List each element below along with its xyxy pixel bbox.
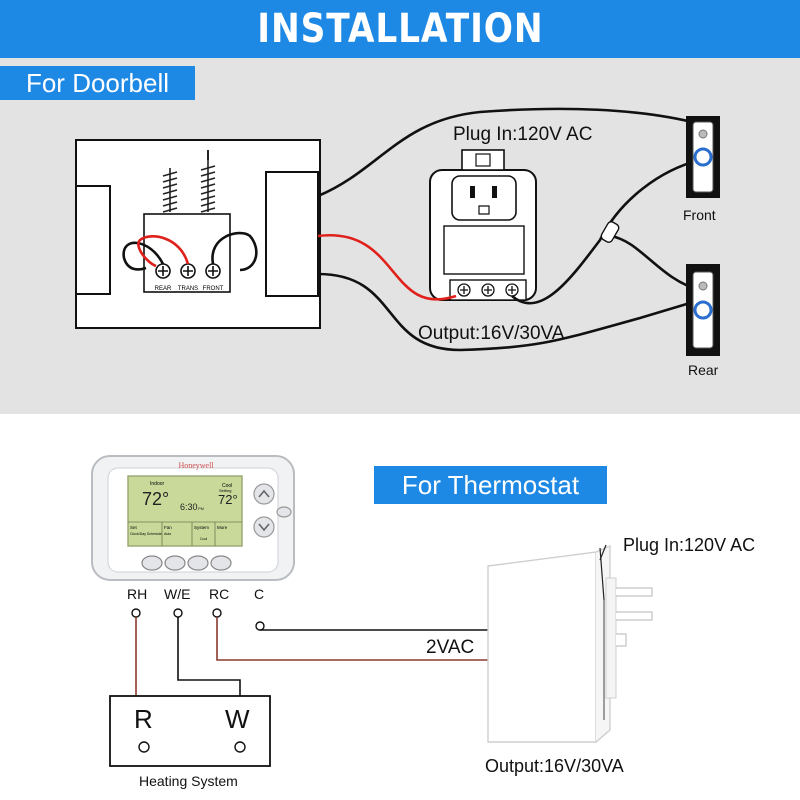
chime-internal-wires: [122, 231, 258, 272]
voltage-label: 2VAC: [426, 637, 475, 658]
terminal-front-label: FRONT: [203, 286, 224, 292]
thermostat-wires: [135, 617, 488, 696]
terminal-rc-label: RC: [209, 586, 230, 602]
thermostat-section-label: For Thermostat: [374, 466, 607, 504]
terminal-we-label: W/E: [164, 586, 191, 602]
thermostat-plug-label: Plug In:120V AC: [623, 535, 756, 555]
terminal-front: [205, 263, 221, 279]
terminal-trans-label: TRANS: [178, 286, 198, 292]
heating-terminal-r-label: R: [134, 704, 153, 734]
thermostat-output-label: Output:16V/30VA: [485, 756, 624, 776]
chime-springs: [162, 150, 216, 213]
terminal-trans: [180, 263, 196, 279]
menu-fan: Fan: [164, 525, 172, 530]
thermostat-transformer: [487, 544, 653, 743]
thermostat-soft-buttons: [141, 555, 232, 571]
menu-fan-sub: Auto: [164, 532, 171, 536]
front-doorbell-button: [686, 116, 720, 198]
doorbell-plug-label: Plug In:120V AC: [453, 124, 593, 145]
page-title: INSTALLATION: [256, 6, 544, 52]
cool-label: Cool: [222, 483, 232, 489]
rear-button-label: Rear: [688, 362, 719, 378]
thermostat-arrow-buttons: [253, 483, 292, 538]
indoor-temp: 72°: [142, 489, 169, 509]
display-time: 6:30: [180, 502, 198, 512]
heating-system-label: Heating System: [139, 773, 238, 789]
set-temp: 72°: [218, 492, 238, 507]
thermostat-device: Honeywell Indoor 72° 6:30 PM Cool Settin…: [91, 455, 295, 581]
doorbell-transformer: [429, 149, 537, 301]
doorbell-output-label: Output:16V/30VA: [418, 323, 565, 344]
menu-set-sub: Clock/Day Schedule: [130, 532, 162, 536]
indoor-label: Indoor: [150, 481, 165, 487]
front-button-label: Front: [683, 207, 716, 223]
menu-set: Set: [130, 525, 138, 530]
terminal-rear-label: REAR: [155, 286, 172, 292]
thermostat-terminals: [131, 608, 265, 631]
terminal-rear: [155, 263, 171, 279]
thermostat-brand: Honeywell: [178, 461, 214, 470]
title-banner: INSTALLATION: [0, 0, 800, 58]
chime-box: [75, 139, 321, 329]
setting-label: Setting: [219, 488, 231, 493]
wire-connector: [600, 221, 620, 243]
display-time-suffix: PM: [198, 506, 204, 511]
menu-more: More: [217, 525, 228, 530]
heating-system-box: [109, 695, 271, 767]
menu-system: System: [194, 525, 209, 530]
chime-terminal-block: REAR TRANS FRONT: [143, 213, 231, 293]
rear-doorbell-button: [686, 264, 720, 356]
heating-terminal-w-label: W: [225, 704, 250, 734]
terminal-c-label: C: [254, 586, 265, 602]
terminal-rh-label: RH: [127, 586, 148, 602]
menu-system-sub: Cool: [200, 537, 207, 541]
doorbell-section-label: For Doorbell: [0, 66, 195, 100]
